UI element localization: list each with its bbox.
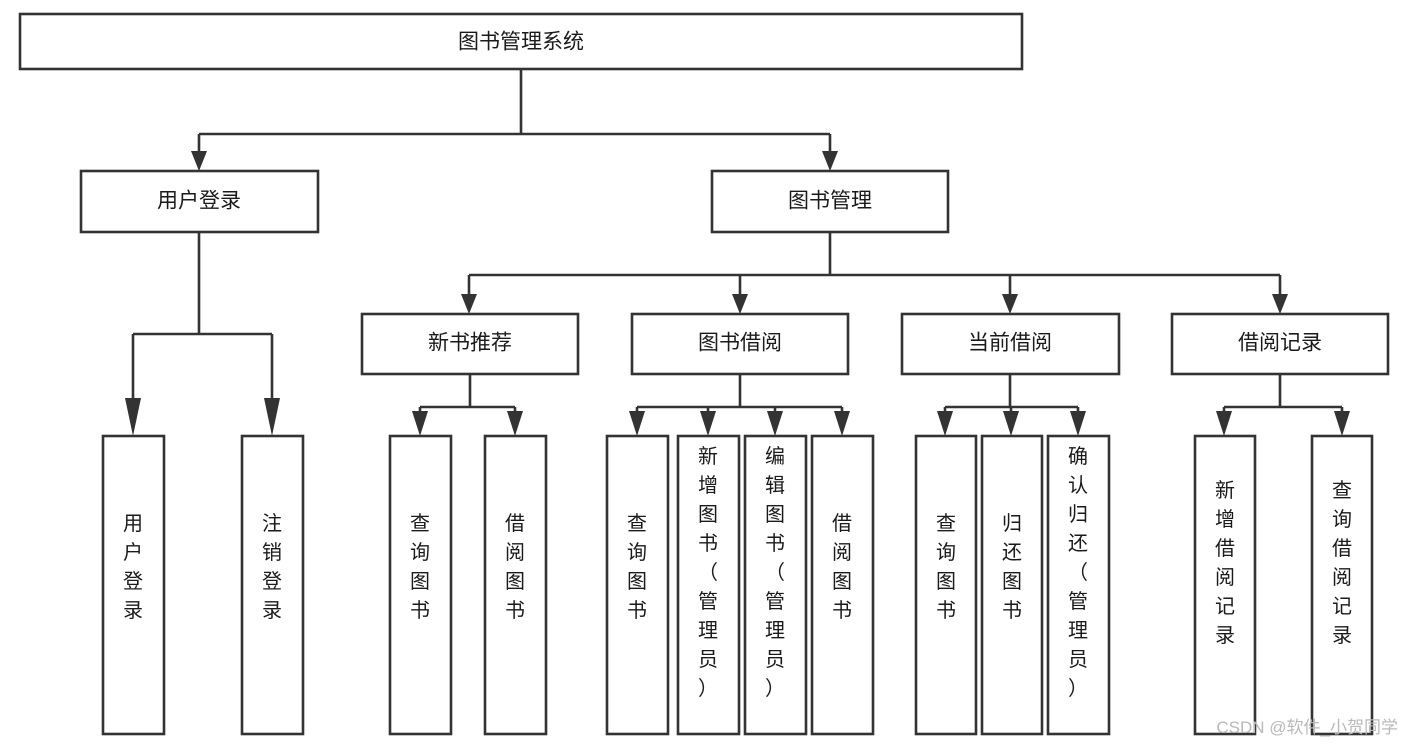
node-user-login-box[interactable] <box>79 169 320 234</box>
arrow-to-book-manage <box>822 151 838 171</box>
node-book-manage-box[interactable] <box>710 169 950 234</box>
node-leaf-borrow-book-2-box[interactable] <box>810 434 875 736</box>
arrow-to-leaf-confirm-return <box>1070 411 1086 436</box>
node-leaf-query-book-2[interactable]: 查询图书 <box>605 434 670 736</box>
arrow-to-current-borrow <box>1002 294 1018 314</box>
node-current-borrow[interactable]: 当前借阅 <box>900 312 1121 376</box>
node-leaf-query-book-1-label: 查询图书 <box>410 512 430 622</box>
node-leaf-query-book-3-label: 查询图书 <box>936 512 956 622</box>
node-leaf-user-login-label: 用户登录 <box>123 513 143 622</box>
arrow-to-borrow-record <box>1272 294 1288 314</box>
node-leaf-borrow-book-1-box[interactable] <box>483 434 548 736</box>
node-borrow-record-box[interactable] <box>1170 312 1390 376</box>
arrow-to-leaf-logout <box>264 398 280 436</box>
node-leaf-confirm-return-box[interactable] <box>1046 434 1111 736</box>
node-book-borrow-box[interactable] <box>630 312 850 376</box>
arrow-to-leaf-user-login <box>125 398 141 436</box>
node-new-book-rec[interactable]: 新书推荐 <box>360 312 580 376</box>
node-leaf-confirm-return-label: 确认归还（管理员） <box>1068 445 1088 700</box>
arrow-to-leaf-query-book-2 <box>629 411 645 436</box>
node-leaf-logout-label: 注销登录 <box>262 512 282 622</box>
node-leaf-add-record-label: 新增借阅记录 <box>1215 479 1235 647</box>
node-leaf-query-book-3-box[interactable] <box>914 434 978 736</box>
node-current-borrow-label: 当前借阅 <box>968 332 1052 355</box>
node-user-login[interactable]: 用户登录 <box>79 169 320 234</box>
node-root[interactable]: 图书管理系统 <box>18 12 1024 71</box>
node-root-label: 图书管理系统 <box>458 31 584 54</box>
node-user-login-label: 用户登录 <box>157 190 241 213</box>
node-current-borrow-box[interactable] <box>900 312 1121 376</box>
arrow-to-user-login <box>191 151 207 171</box>
edges-layer <box>125 69 1350 436</box>
node-leaf-confirm-return[interactable]: 确认归还（管理员） <box>1046 434 1111 736</box>
node-new-book-rec-box[interactable] <box>360 312 580 376</box>
node-leaf-logout[interactable]: 注销登录 <box>240 434 305 736</box>
node-leaf-query-record[interactable]: 查询借阅记录 <box>1310 434 1374 736</box>
node-borrow-record-label: 借阅记录 <box>1238 332 1322 355</box>
node-leaf-user-login-box[interactable] <box>101 434 166 736</box>
node-leaf-edit-book[interactable]: 编辑图书（管理员） <box>743 434 808 736</box>
node-leaf-query-book-2-box[interactable] <box>605 434 670 736</box>
node-leaf-query-record-box[interactable] <box>1310 434 1374 736</box>
arrow-to-leaf-return-book <box>1003 411 1019 436</box>
node-leaf-borrow-book-1[interactable]: 借阅图书 <box>483 434 548 736</box>
node-leaf-query-book-1[interactable]: 查询图书 <box>388 434 453 736</box>
node-leaf-user-login[interactable]: 用户登录 <box>101 434 166 736</box>
node-leaf-add-record-box[interactable] <box>1193 434 1257 736</box>
arrow-to-leaf-add-record <box>1216 411 1232 436</box>
node-leaf-query-record-label: 查询借阅记录 <box>1332 479 1352 647</box>
node-leaf-edit-book-box[interactable] <box>743 434 808 736</box>
arrow-to-leaf-borrow-book-1 <box>507 411 523 436</box>
node-leaf-borrow-book-2[interactable]: 借阅图书 <box>810 434 875 736</box>
node-book-borrow[interactable]: 图书借阅 <box>630 312 850 376</box>
node-leaf-return-book[interactable]: 归还图书 <box>980 434 1044 736</box>
node-leaf-borrow-book-1-label: 借阅图书 <box>505 512 525 622</box>
arrow-to-leaf-query-book-1 <box>412 411 428 436</box>
node-leaf-query-book-2-label: 查询图书 <box>627 512 647 622</box>
csdn-watermark: CSDN @软件_小贺同学 <box>1216 718 1398 737</box>
arrow-to-leaf-query-record <box>1334 411 1350 436</box>
arrow-to-book-borrow <box>732 294 748 314</box>
node-leaf-return-book-label: 归还图书 <box>1002 512 1022 622</box>
node-book-manage[interactable]: 图书管理 <box>710 169 950 234</box>
arrow-to-leaf-edit-book <box>767 411 783 436</box>
arrow-to-leaf-borrow-book-2 <box>834 411 850 436</box>
node-borrow-record[interactable]: 借阅记录 <box>1170 312 1390 376</box>
node-leaf-logout-box[interactable] <box>240 434 305 736</box>
node-root-box[interactable] <box>18 12 1024 71</box>
arrow-to-leaf-add-book <box>700 411 716 436</box>
node-new-book-rec-label: 新书推荐 <box>428 332 512 355</box>
node-leaf-return-book-box[interactable] <box>980 434 1044 736</box>
node-leaf-add-book[interactable]: 新增图书（管理员） <box>676 434 741 736</box>
node-book-manage-label: 图书管理 <box>788 190 872 213</box>
node-leaf-query-book-1-box[interactable] <box>388 434 453 736</box>
node-book-borrow-label: 图书借阅 <box>698 332 782 355</box>
arrow-to-leaf-query-book-3 <box>937 411 953 436</box>
node-leaf-edit-book-label: 编辑图书（管理员） <box>765 445 785 700</box>
node-leaf-add-book-label: 新增图书（管理员） <box>698 445 718 700</box>
arrow-to-new-book-rec <box>461 294 477 314</box>
node-leaf-add-book-box[interactable] <box>676 434 741 736</box>
node-leaf-borrow-book-2-label: 借阅图书 <box>832 512 852 622</box>
node-leaf-query-book-3[interactable]: 查询图书 <box>914 434 978 736</box>
node-leaf-add-record[interactable]: 新增借阅记录 <box>1193 434 1257 736</box>
